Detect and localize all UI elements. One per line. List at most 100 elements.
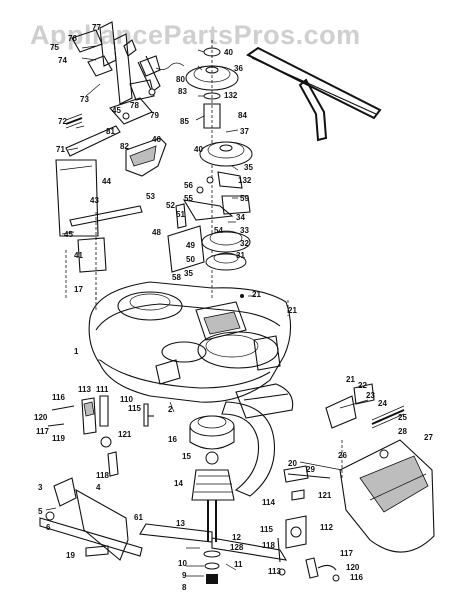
callout-label: 1 <box>74 347 79 356</box>
watermark-text: AppliancePartsPros.com <box>30 20 361 50</box>
discharge-chute-assembly <box>299 383 435 553</box>
lift-linkage-assembly <box>55 21 185 237</box>
callout-label: 40 <box>194 145 203 154</box>
callout-label: 115 <box>128 404 141 413</box>
callout-label: 53 <box>146 192 155 201</box>
callout-label: 11 <box>234 560 243 569</box>
callout-label: 26 <box>338 451 347 460</box>
callout-label: 59 <box>240 194 249 203</box>
callout-label: 56 <box>184 181 193 190</box>
callout-label: 48 <box>152 228 161 237</box>
callout-label: 121 <box>318 491 332 500</box>
callout-label: 72 <box>58 117 67 126</box>
callout-label: 84 <box>238 111 247 120</box>
gauge-wheel-hardware <box>47 395 154 477</box>
callout-label: 6 <box>46 523 51 532</box>
callout-label: 115 <box>260 525 273 534</box>
mower-deck <box>88 281 294 419</box>
callout-label: 22 <box>358 381 367 390</box>
callout-label: 13 <box>176 519 185 528</box>
callout-label: 81 <box>106 127 115 136</box>
callout-label: 28 <box>398 427 407 436</box>
callout-label: 8 <box>182 583 187 592</box>
callout-label: 27 <box>424 433 433 442</box>
callout-label: 128 <box>230 543 244 552</box>
callout-label: 16 <box>168 435 177 444</box>
callout-label: 116 <box>350 573 363 582</box>
callout-label: 111 <box>96 385 109 394</box>
callout-label: 113 <box>268 567 281 576</box>
lift-rod-linkage <box>61 205 143 300</box>
callout-label: 14 <box>174 479 183 488</box>
front-lift-bracket <box>39 477 143 561</box>
callout-label: 80 <box>176 75 185 84</box>
callout-label: 5 <box>38 507 43 516</box>
callout-label: 54 <box>214 226 223 235</box>
callout-label: 78 <box>130 101 139 110</box>
callout-label: 55 <box>184 194 193 203</box>
callout-label: 132 <box>238 176 252 185</box>
callout-label: 15 <box>182 452 191 461</box>
callout-labels: 75 74 73 72 71 76 77 78 79 80 81 82 45 4… <box>34 23 433 592</box>
callout-label: 114 <box>262 498 275 507</box>
callout-label: 76 <box>68 34 77 43</box>
callout-label: 35 <box>244 163 253 172</box>
callout-label: 43 <box>90 196 99 205</box>
drive-belt <box>221 401 276 497</box>
callout-label: 58 <box>172 273 181 282</box>
callout-label: 85 <box>180 117 189 126</box>
callout-label: 19 <box>66 551 75 560</box>
callout-label: 79 <box>150 111 159 120</box>
callout-label: 75 <box>50 43 59 52</box>
callout-label: 37 <box>240 127 249 136</box>
callout-label: 12 <box>232 533 241 542</box>
blade-guard-bracket <box>125 137 167 177</box>
callout-label: 49 <box>186 241 195 250</box>
callout-label: 119 <box>52 434 65 443</box>
callout-label: 46 <box>152 135 161 144</box>
callout-label: 35 <box>184 269 193 278</box>
callout-label: 10 <box>178 559 187 568</box>
callout-label: 110 <box>120 395 133 404</box>
callout-label: 120 <box>346 563 360 572</box>
callout-label: 32 <box>240 239 249 248</box>
callout-label: 2 <box>168 405 173 414</box>
callout-label: 21 <box>346 375 355 384</box>
pulley-stack <box>167 40 253 300</box>
callout-label: 36 <box>234 64 243 73</box>
callout-label: 82 <box>120 142 129 151</box>
callout-label: 83 <box>178 87 187 96</box>
callout-label: 29 <box>306 465 315 474</box>
callout-label: 132 <box>224 91 238 100</box>
callout-label: 3 <box>38 483 43 492</box>
blade-spindle-assembly <box>139 415 288 584</box>
callout-label: 20 <box>288 459 297 468</box>
callout-label: 21 <box>252 290 261 299</box>
callout-label: 116 <box>52 393 65 402</box>
callout-label: 77 <box>92 23 101 32</box>
callout-label: 41 <box>74 251 83 260</box>
callout-label: 74 <box>58 56 67 65</box>
callout-label: 113 <box>78 385 91 394</box>
callout-label: 112 <box>320 523 333 532</box>
callout-label: 17 <box>74 285 83 294</box>
callout-label: 121 <box>118 430 132 439</box>
callout-label: 120 <box>34 413 48 422</box>
callout-label: 25 <box>398 413 407 422</box>
leader-lines <box>67 45 256 577</box>
callout-label: 9 <box>182 571 187 580</box>
callout-label: 71 <box>56 145 65 154</box>
callout-label: 117 <box>36 427 49 436</box>
callout-label: 23 <box>366 391 375 400</box>
callout-label: 117 <box>340 549 353 558</box>
callout-label: 24 <box>378 399 387 408</box>
callout-label: 40 <box>224 48 233 57</box>
callout-label: 44 <box>102 177 111 186</box>
callout-label: 4 <box>96 483 101 492</box>
callout-label: 45 <box>64 230 73 239</box>
callout-label: 21 <box>288 306 297 315</box>
callout-label: 33 <box>240 226 249 235</box>
callout-label: 34 <box>236 213 245 222</box>
